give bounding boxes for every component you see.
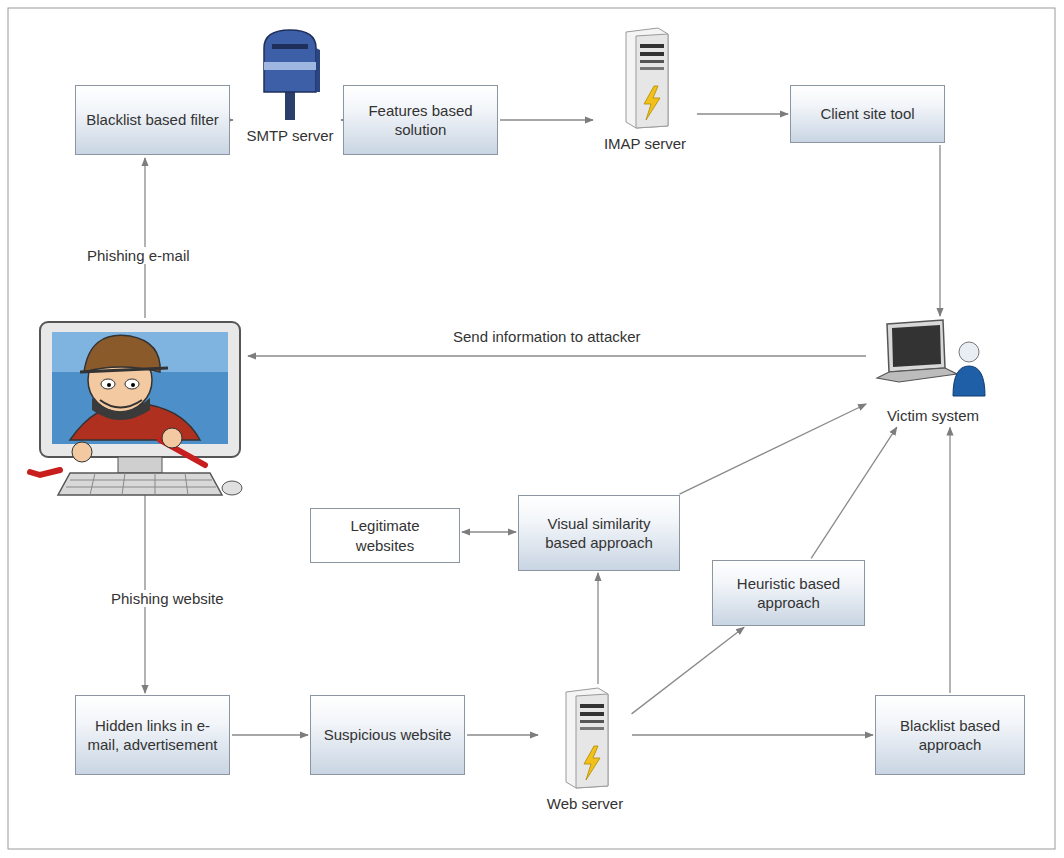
icon-node: Web server — [540, 686, 630, 814]
process-box: Client site tool — [790, 85, 945, 143]
node-text: Blacklist based filter — [86, 110, 219, 130]
node-text: Suspicious website — [324, 725, 452, 745]
process-box: Heuristic based approach — [712, 560, 865, 626]
node-text: Features based solution — [354, 101, 487, 140]
process-box: Suspicious website — [310, 695, 465, 775]
connector-arrow — [632, 734, 873, 735]
connector-arrow — [462, 531, 516, 532]
connector-arrow — [939, 145, 940, 316]
flow-label: Phishing website — [108, 590, 227, 607]
node-text: Client site tool — [820, 104, 914, 124]
flow-label: Phishing e-mail — [84, 247, 193, 264]
connector-arrow — [811, 427, 897, 558]
phishing-email-line — [144, 158, 145, 318]
process-box: Legitimate websites — [310, 508, 460, 563]
victim-computer-icon — [873, 318, 993, 402]
node-text: Blacklist based approach — [886, 716, 1014, 755]
node-text: SMTP server — [246, 126, 333, 146]
connector-arrow — [500, 119, 593, 120]
connector-arrow — [597, 573, 598, 684]
node-text: IMAP server — [604, 134, 686, 154]
icon-node: IMAP server — [595, 26, 695, 154]
server-icon — [558, 686, 612, 790]
node-text: Legitimate websites — [321, 516, 449, 555]
mailbox-icon — [258, 26, 322, 122]
process-box: Hidden links in e-mail, advertisement — [75, 695, 230, 775]
node-text: Visual similarity based approach — [529, 514, 669, 553]
node-text: Web server — [547, 794, 623, 814]
flow-label: Send information to attacker — [450, 328, 644, 345]
icon-node: Victim system — [868, 318, 998, 426]
attacker-illustration — [30, 322, 242, 495]
connector-arrow — [467, 734, 538, 735]
process-box: Blacklist based approach — [875, 695, 1025, 775]
process-box: Blacklist based filter — [75, 85, 230, 155]
node-text: Heuristic based approach — [723, 574, 854, 613]
node-text: Hidden links in e-mail, advertisement — [86, 716, 219, 755]
frame — [8, 8, 1055, 849]
connector-arrow — [949, 428, 950, 694]
connector-arrow — [632, 627, 744, 714]
icon-node: SMTP server — [235, 26, 345, 146]
process-box: Visual similarity based approach — [518, 495, 680, 571]
node-text: Victim system — [887, 406, 979, 426]
connector-arrow — [697, 113, 788, 114]
connector-arrow — [680, 404, 867, 494]
server-icon — [618, 26, 672, 130]
connector-arrow — [232, 734, 308, 735]
send-info-line — [248, 355, 866, 356]
process-box: Features based solution — [343, 85, 498, 155]
connector-arrow — [232, 119, 233, 120]
